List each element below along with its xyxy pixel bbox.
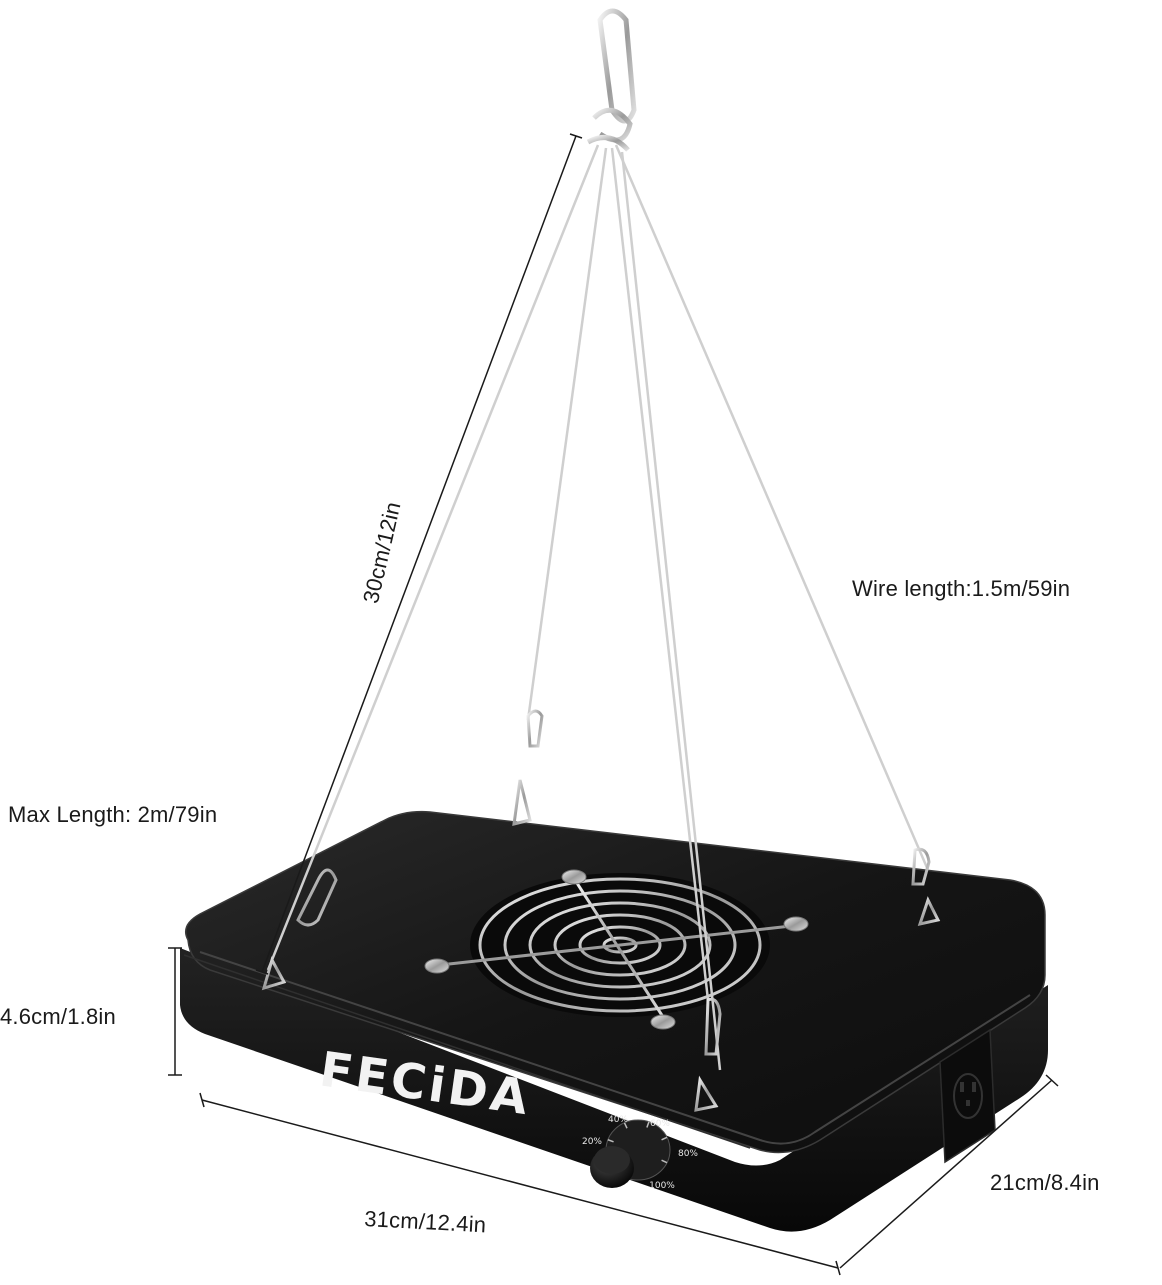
fan-guard-icon <box>424 869 809 1030</box>
height-label: 4.6cm/1.8in <box>0 1004 116 1029</box>
suspension-wires <box>266 144 930 1071</box>
dimmer-tick <box>623 1122 628 1129</box>
dimension-lines <box>168 133 1059 1276</box>
dimmer-level-label: 60% <box>650 1119 670 1129</box>
dimmer-tick <box>661 1159 668 1164</box>
dimmer-scale: 20% 40% 60% 80% 100% <box>582 1115 698 1191</box>
dimmer-tick <box>661 1136 668 1141</box>
wire-length-label: Wire length:1.5m/59in <box>852 576 1071 601</box>
dimmer-tick <box>646 1121 650 1128</box>
depth-label: 21cm/8.4in <box>990 1170 1100 1195</box>
max-length-label: Max Length: 2m/79in <box>8 802 218 827</box>
dimmer-level-label: 20% <box>582 1137 602 1147</box>
dimmer-knob-icon <box>590 1119 671 1188</box>
dimmer-level-label: 80% <box>678 1149 698 1159</box>
dimmer-level-label: 100% <box>649 1181 675 1191</box>
dimmer-level-label: 40% <box>608 1115 628 1125</box>
dimmer-tick <box>607 1139 614 1143</box>
carabiner-hook-icon <box>586 8 637 152</box>
